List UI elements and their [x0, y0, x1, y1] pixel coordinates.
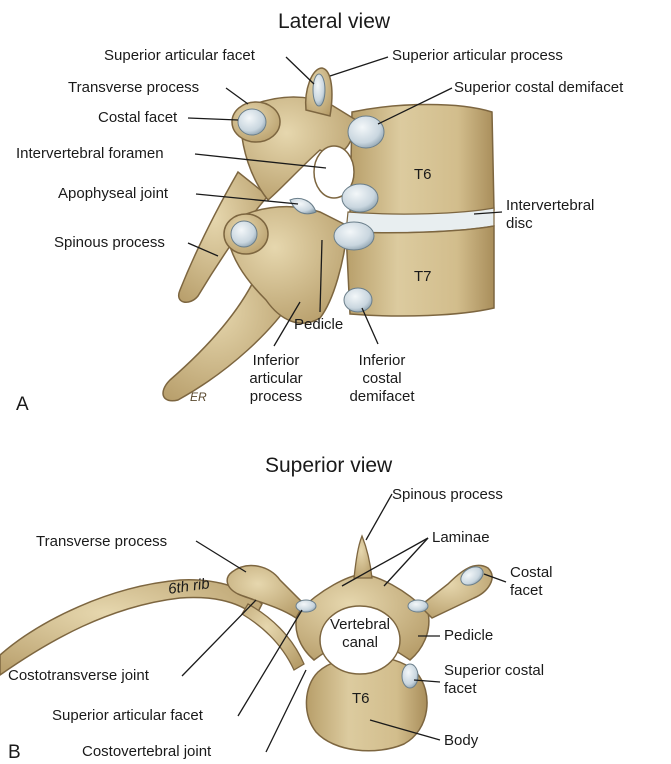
- label-apophyseal-joint: Apophyseal joint: [58, 185, 168, 203]
- label-inferior-costal-demifacet-line2: costal: [342, 370, 422, 388]
- label-superior-costal-demifacet: Superior costal demifacet: [454, 79, 623, 97]
- label-costal-facet-superior-line1: Costal: [510, 564, 553, 582]
- label-inferior-articular-process: Inferior articular process: [240, 352, 312, 406]
- sixth-rib-shape: [0, 580, 262, 675]
- label-spinous-process-superior: Spinous process: [392, 486, 503, 504]
- superior-articular-facet-shape: [313, 74, 325, 106]
- label-superior-costal-facet: Superior costal facet: [444, 662, 544, 698]
- superior-articular-facet-right-shape: [408, 600, 428, 612]
- costal-facet-shape: [238, 109, 266, 135]
- label-transverse-process-lateral: Transverse process: [68, 79, 199, 97]
- label-superior-costal-facet-line2: facet: [444, 680, 544, 698]
- label-costal-facet-superior: Costal facet: [510, 564, 553, 600]
- label-inferior-articular-process-line1: Inferior: [240, 352, 312, 370]
- label-intervertebral-disc-line2: disc: [506, 215, 594, 233]
- label-vertebra-t6: T6: [414, 166, 432, 183]
- label-intervertebral-disc: Intervertebral disc: [506, 197, 594, 233]
- label-inferior-articular-process-line2: articular: [240, 370, 312, 388]
- label-superior-costal-facet-line1: Superior costal: [444, 662, 544, 680]
- label-inferior-costal-demifacet-line3: demifacet: [342, 388, 422, 406]
- label-vertebral-canal-line1: Vertebral: [322, 616, 398, 634]
- label-vertebra-t7: T7: [414, 268, 432, 285]
- superior-costal-demifacet-shape: [348, 116, 384, 148]
- label-costal-facet-lateral: Costal facet: [98, 109, 177, 127]
- label-vertebral-canal-line2: canal: [322, 634, 398, 652]
- inferior-demifacet-upper-shape: [342, 184, 378, 212]
- label-transverse-process-superior: Transverse process: [36, 533, 167, 551]
- label-vertebral-canal: Vertebral canal: [322, 616, 398, 652]
- superior-view-title: Superior view: [265, 454, 392, 478]
- label-pedicle-superior: Pedicle: [444, 627, 493, 645]
- label-pedicle-lateral: Pedicle: [294, 316, 343, 334]
- label-body-t6: T6: [352, 690, 370, 707]
- label-costal-facet-superior-line2: facet: [510, 582, 553, 600]
- lateral-view-title: Lateral view: [278, 10, 390, 34]
- label-costotransverse-joint: Costotransverse joint: [8, 667, 149, 685]
- superior-demifacet-lower-shape: [334, 222, 374, 250]
- label-inferior-articular-process-line3: process: [240, 388, 312, 406]
- label-body: Body: [444, 732, 478, 750]
- panel-label-b: B: [8, 742, 21, 764]
- label-superior-articular-facet: Superior articular facet: [104, 47, 255, 65]
- label-spinous-process-lateral: Spinous process: [54, 234, 165, 252]
- transverse-process-left-shape: [227, 566, 304, 618]
- costal-facet-lower-shape: [231, 221, 257, 247]
- label-superior-articular-process: Superior articular process: [392, 47, 563, 65]
- label-laminae: Laminae: [432, 529, 490, 547]
- label-inferior-costal-demifacet-line1: Inferior: [342, 352, 422, 370]
- lateral-view-illustration: [163, 68, 494, 401]
- panel-label-a: A: [16, 394, 29, 416]
- artist-signature: ER: [190, 390, 207, 404]
- label-intervertebral-foramen: Intervertebral foramen: [16, 145, 164, 163]
- label-superior-articular-facet-superior: Superior articular facet: [52, 707, 203, 725]
- superior-articular-facet-left-shape: [296, 600, 316, 612]
- inferior-costal-demifacet-shape: [344, 288, 372, 312]
- spinous-process-superior-shape: [354, 536, 372, 578]
- label-intervertebral-disc-line1: Intervertebral: [506, 197, 594, 215]
- label-costovertebral-joint: Costovertebral joint: [82, 743, 211, 761]
- label-inferior-costal-demifacet: Inferior costal demifacet: [342, 352, 422, 406]
- superior-costal-facet-shape: [402, 664, 418, 688]
